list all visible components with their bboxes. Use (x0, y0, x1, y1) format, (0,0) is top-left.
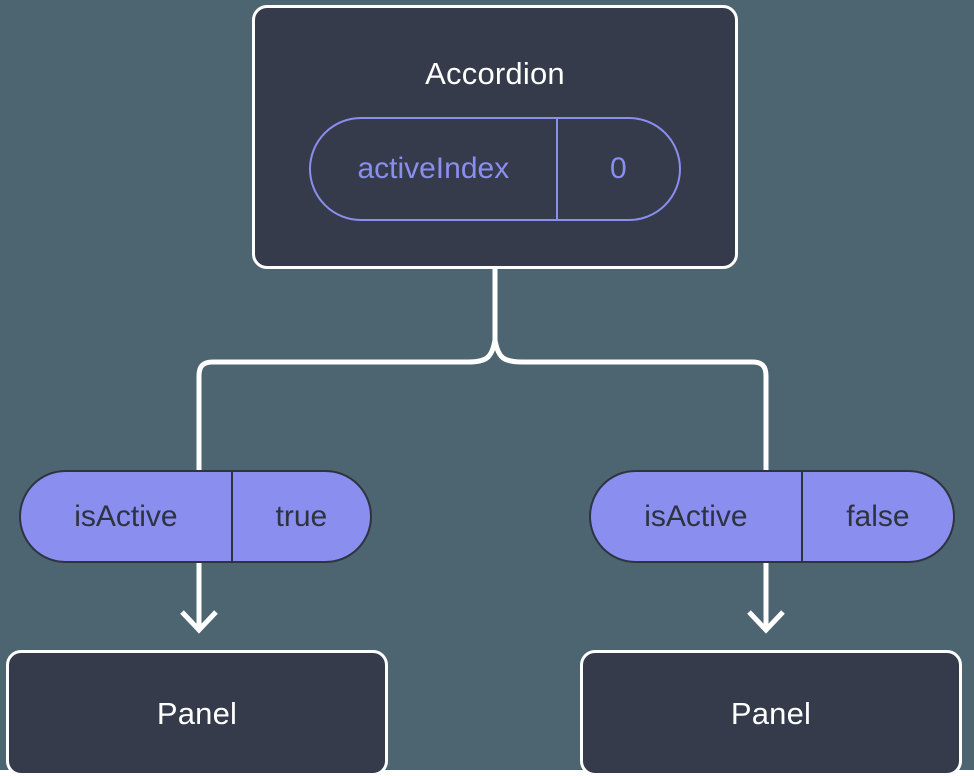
panel-node-title: Panel (730, 696, 812, 731)
state-chip-key: activeIndex (357, 152, 510, 185)
state-chip-value: 0 (555, 119, 679, 219)
panel-component-node-left[interactable]: Panel (6, 650, 388, 776)
connector-split-left (196, 339, 498, 470)
arrowhead-right (747, 610, 785, 634)
connector-split-right (492, 339, 769, 470)
state-chip-active-index[interactable]: activeIndex 0 (309, 117, 681, 221)
prop-chip-is-active-false[interactable]: isActive false (589, 470, 955, 563)
panel-node-title: Panel (156, 696, 238, 731)
prop-chip-value: true (230, 472, 370, 561)
prop-chip-key: isActive (74, 499, 178, 533)
accordion-node-title: Accordion (425, 56, 565, 91)
prop-chip-value: false (800, 472, 953, 561)
prop-chip-key: isActive (644, 499, 748, 533)
panel-component-node-right[interactable]: Panel (580, 650, 962, 776)
prop-chip-is-active-true[interactable]: isActive true (19, 470, 372, 563)
arrowhead-left (180, 610, 218, 634)
